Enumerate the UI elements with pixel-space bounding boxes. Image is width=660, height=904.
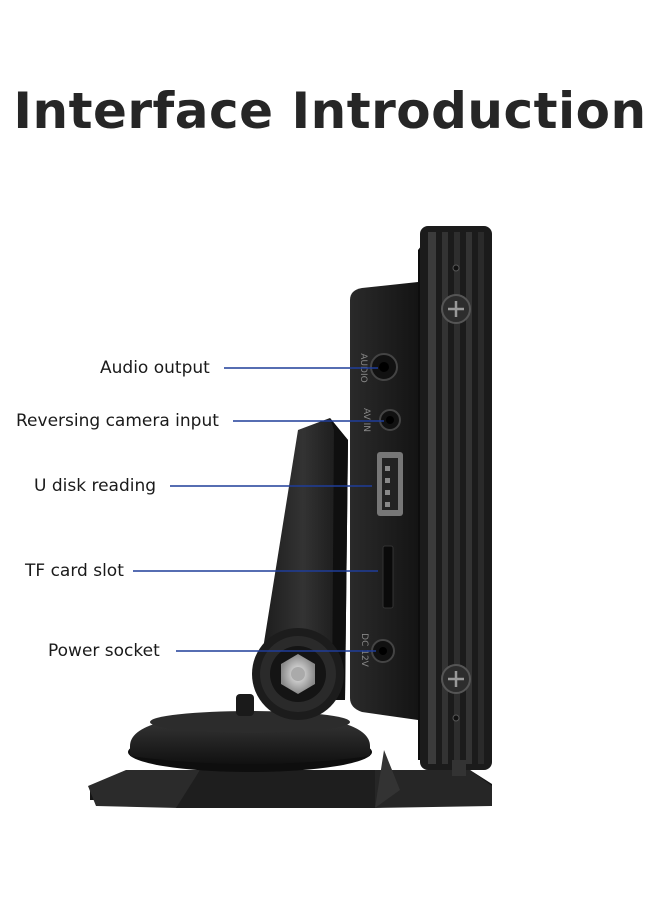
stand-foot (128, 694, 372, 772)
label-u-disk-reading: U disk reading (34, 476, 157, 496)
tf-slot-icon (382, 545, 394, 609)
av-in-marking: AV IN (361, 408, 371, 432)
base-plate (88, 750, 492, 808)
screen-frame (420, 226, 492, 776)
label-reversing-camera-input: Reversing camera input (16, 411, 219, 431)
page-title: Interface Introduction (13, 82, 647, 140)
port-panel: AUDIO AV IN DC 12V (358, 353, 403, 668)
label-audio-output: Audio output (100, 358, 210, 378)
label-power-socket: Power socket (48, 641, 160, 661)
leader-lines (133, 367, 384, 652)
pivot-joint (252, 628, 344, 720)
stand-arm (258, 418, 348, 700)
label-tf-card-slot: TF card slot (25, 561, 124, 581)
